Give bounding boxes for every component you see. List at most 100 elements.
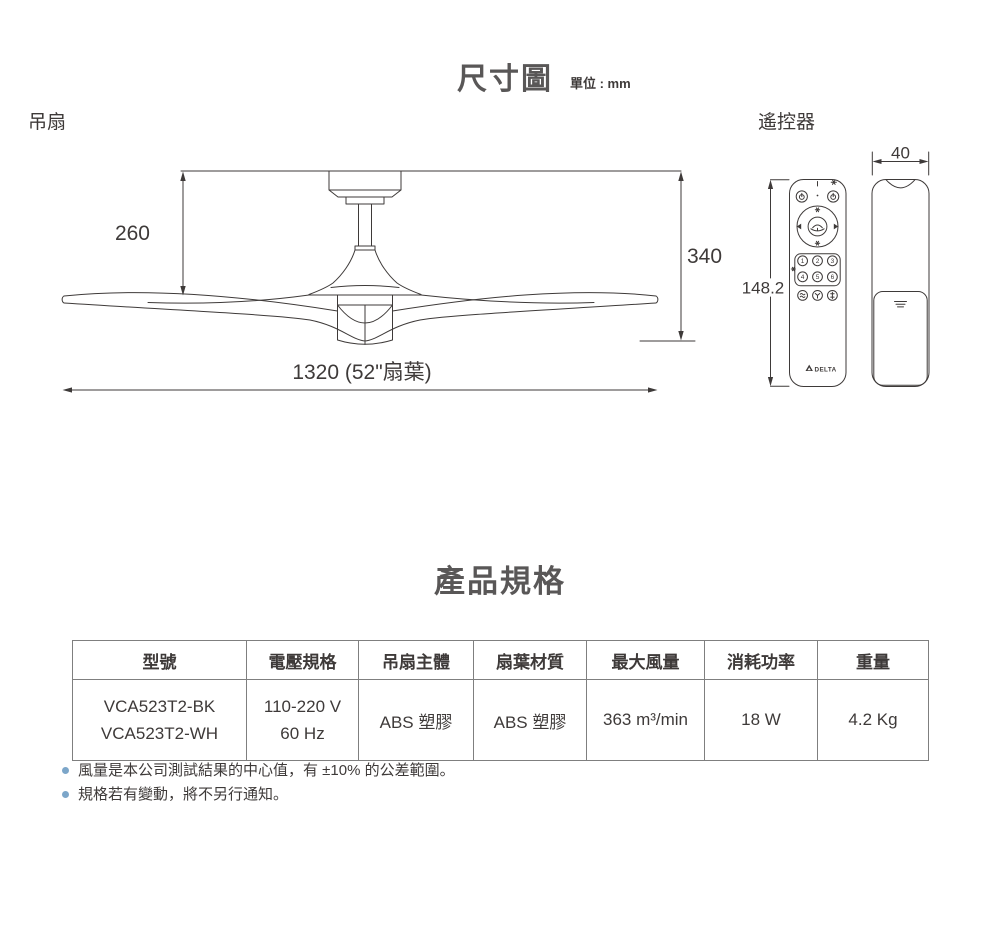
cell-weight: 4.2 Kg <box>817 679 929 761</box>
num-label-4: 4 <box>801 274 805 281</box>
col-header-body-material: 吊扇主體 <box>358 640 474 680</box>
num-label-5: 5 <box>816 274 820 281</box>
fan-blade-left-tip <box>61 295 65 304</box>
col-header-model: 型號 <box>72 640 247 680</box>
num-button-2 <box>812 255 823 267</box>
fan-blade-right-top <box>392 292 657 312</box>
num-button-3 <box>827 255 838 267</box>
battery-cover <box>873 291 928 386</box>
bullet-icon <box>62 767 69 774</box>
dim-148-label: 148.2 <box>742 279 785 298</box>
remote-numpad <box>790 253 841 301</box>
fan-blade-overlap-left <box>147 294 310 304</box>
fan-downrod <box>354 203 376 251</box>
fan-mode-icon <box>814 293 821 299</box>
breeze-icon <box>799 293 806 298</box>
numpad-digits: 1 2 3 4 5 6 <box>801 258 835 281</box>
note-line: 規格若有變動，將不另行通知。 <box>62 783 455 807</box>
model-line-2: VCA523T2-WH <box>100 724 219 743</box>
num-button-1 <box>797 255 808 267</box>
fan-mode-button <box>812 290 823 301</box>
num-button-6 <box>827 271 838 283</box>
cell-max-airflow: 363 m³/min <box>586 679 705 761</box>
spec-section-title: 產品規格 <box>434 564 566 599</box>
cell-blade-material: ABS 塑膠 <box>473 679 587 761</box>
num-label-1: 1 <box>801 258 805 265</box>
remote-top-notch <box>885 179 916 189</box>
fan-diagram: 260 340 1320 (52"扇葉) <box>61 170 722 393</box>
spec-table-header-row: 型號 電壓規格 吊扇主體 扇葉材質 最大風量 消耗功率 重量 <box>72 640 929 680</box>
note-line: 風量是本公司測試結果的中心值，有 ±10% 的公差範圍。 <box>62 759 455 783</box>
fan-canopy <box>328 170 402 205</box>
col-header-blade-material: 扇葉材質 <box>473 640 587 680</box>
unit-label: 單位 : mm <box>570 76 631 91</box>
voltage-line-2: 60 Hz <box>280 724 325 743</box>
num-button-4 <box>797 271 808 283</box>
fan-drawing <box>61 170 696 391</box>
col-header-weight: 重量 <box>817 640 929 680</box>
col-header-power: 消耗功率 <box>704 640 818 680</box>
timer-button <box>827 290 838 301</box>
dpad-left-arrow-icon <box>796 223 802 230</box>
num-label-3: 3 <box>831 258 835 265</box>
remote-front-view <box>789 179 847 387</box>
dpad-right-arrow-icon <box>833 223 839 230</box>
voltage-line-1: 110-220 V <box>263 697 342 716</box>
dim-148-ext-ticks <box>770 179 790 387</box>
ceiling-fan-icon <box>810 224 825 232</box>
remote-dim-arrowheads <box>767 159 929 387</box>
dim-40-ext-lines <box>871 151 930 176</box>
power-button-left <box>795 190 808 203</box>
dim-340-line <box>639 180 696 342</box>
fan-light-kit <box>337 294 393 345</box>
dpad-ring <box>796 205 839 248</box>
col-header-voltage: 電壓規格 <box>246 640 359 680</box>
power-icon <box>798 192 837 200</box>
spec-table: 型號 電壓規格 吊扇主體 扇葉材質 最大風量 消耗功率 重量 VCA523T2-… <box>72 640 929 761</box>
note-text: 規格若有變動，將不另行通知。 <box>78 786 289 803</box>
fan-blade-left-top <box>63 292 338 312</box>
brightness-down-icon <box>814 240 821 246</box>
fan-mini-icon-side <box>790 266 796 272</box>
remote-back-view <box>770 151 930 387</box>
power-button-right <box>827 190 840 203</box>
grip-icon <box>894 301 907 308</box>
delta-logo-text: DELTA <box>815 366 837 373</box>
timer-icon <box>830 291 835 300</box>
breeze-button <box>797 290 808 301</box>
model-line-1: VCA523T2-BK <box>103 697 216 716</box>
fan-blade-overlap-right <box>420 294 595 304</box>
spec-table-data-row: VCA523T2-BK VCA523T2-WH 110-220 V 60 Hz … <box>72 679 929 761</box>
dim-260-label: 260 <box>115 222 150 245</box>
delta-logo: DELTA <box>805 364 837 373</box>
col-header-max-airflow: 最大風量 <box>586 640 705 680</box>
remote-section-label: 遙控器 <box>758 112 816 133</box>
cell-model: VCA523T2-BK VCA523T2-WH <box>72 679 247 761</box>
num-label-6: 6 <box>831 274 835 281</box>
cell-power: 18 W <box>704 679 818 761</box>
dpad-center-button <box>807 216 828 237</box>
remote-front-body <box>789 179 847 387</box>
num-label-2: 2 <box>816 258 820 265</box>
fan-section-label: 吊扇 <box>28 112 67 133</box>
bullet-icon <box>62 791 69 798</box>
remote-back-body <box>871 179 930 387</box>
page-title: 尺寸圖 <box>457 63 553 96</box>
note-text: 風量是本公司測試結果的中心值，有 ±10% 的公差範圍。 <box>78 762 455 779</box>
fan-mini-icon-top <box>830 179 837 185</box>
dim-40-label: 40 <box>891 144 910 163</box>
led-dot-icon <box>816 194 819 197</box>
cell-body-material: ABS 塑膠 <box>358 679 474 761</box>
fan-dim-arrowheads <box>62 171 684 393</box>
notes: 風量是本公司測試結果的中心值，有 ±10% 的公差範圍。 規格若有變動，將不另行… <box>62 759 455 807</box>
fan-motor <box>308 249 422 296</box>
dim-340-label: 340 <box>687 245 722 268</box>
brightness-up-icon <box>814 207 821 213</box>
fan-blade-underside <box>63 302 657 342</box>
fan-blade-right-tip <box>655 295 659 304</box>
num-button-5 <box>812 271 823 283</box>
remote-diagram: DELTA 1 2 3 4 5 6 40 148.2 <box>742 144 930 387</box>
cell-voltage: 110-220 V 60 Hz <box>246 679 359 761</box>
numpad-outline <box>794 253 841 287</box>
dim-1320-label: 1320 (52"扇葉) <box>292 361 431 384</box>
